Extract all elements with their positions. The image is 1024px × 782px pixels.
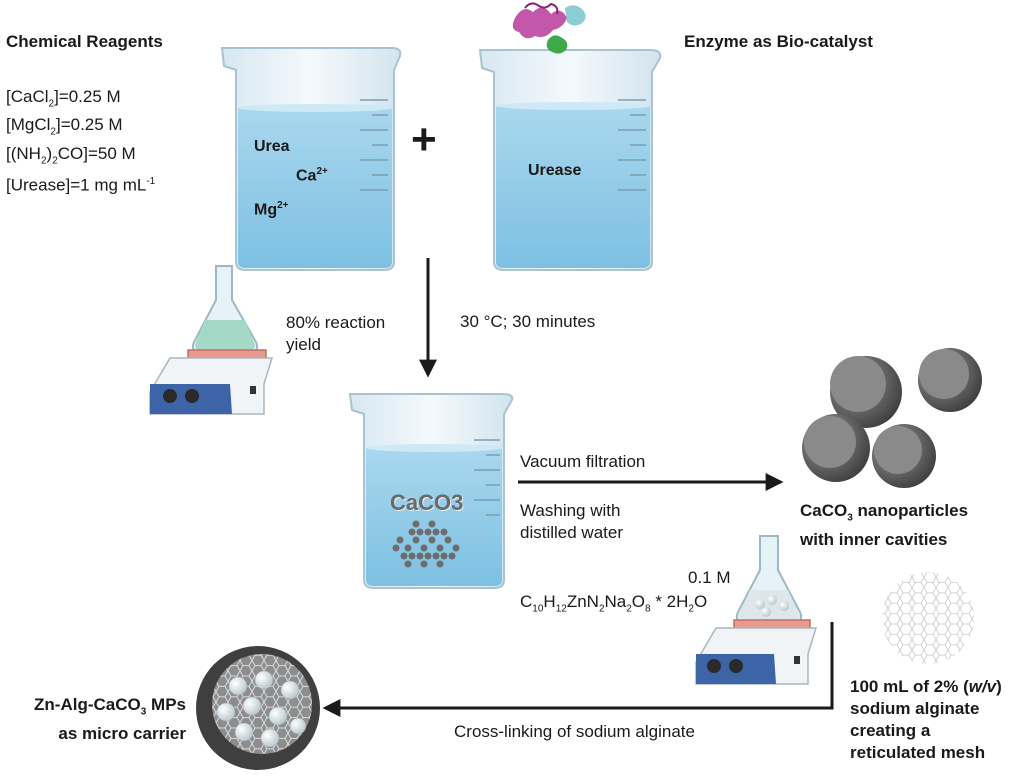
beaker-reagents (220, 47, 402, 271)
beaker2-urease-label: Urease (528, 162, 582, 179)
beaker3-caco3-label: CaCO3 (390, 490, 464, 515)
product-label: Zn-Alg-CaCO3 MPs as micro carrier (34, 695, 186, 744)
zinc-formula-part: 2 (626, 603, 632, 615)
reagent-mgcl2: [MgCl2]=0.25 M (6, 115, 123, 138)
zn-alg-caco3-microparticle-icon (196, 646, 320, 770)
plus-sign: + (411, 115, 437, 164)
washing-label: Washing with distilled water (520, 501, 623, 542)
enzyme-title: Enzyme as Bio-catalyst (684, 32, 873, 51)
zinc-formula-part: 2 (598, 603, 605, 615)
beaker1-ca-label: Ca2+ (296, 166, 328, 185)
reaction-yield: 80% reaction yield (286, 313, 386, 354)
hotplate-flask-icon (149, 265, 274, 415)
vacuum-filtration-label: Vacuum filtration (520, 452, 646, 471)
reagent-list: [CaCl2]=0.25 M [MgCl2]=0.25 M [(NH2)2CO]… (6, 86, 155, 196)
zinc-formula-part: * 2H (650, 592, 689, 611)
zinc-formula: C10H12ZnN2Na2O8 * 2H2O (520, 592, 707, 614)
hotplate-flask-zinc-icon (695, 535, 818, 685)
zinc-formula-part: 10 (532, 603, 544, 615)
beaker-enzyme (478, 49, 662, 271)
zinc-formula-part: C (520, 592, 533, 611)
zinc-formula-part: 12 (555, 603, 567, 615)
zinc-formula-part: 8 (645, 603, 651, 615)
beaker1-mg-label: Mg2+ (254, 200, 289, 219)
zinc-formula-part: Na (604, 592, 627, 611)
alginate-mesh-icon (882, 572, 974, 664)
arrow-crosslink (322, 622, 834, 717)
beaker1-urea-label: Urea (254, 138, 290, 155)
zinc-formula-part: O (631, 592, 646, 611)
zinc-concentration: 0.1 M (688, 568, 731, 587)
caco3-nanoparticles-icon (802, 348, 982, 488)
zinc-formula-part: 2 (688, 603, 694, 615)
urease-protein-icon (512, 2, 586, 54)
reagent-urea: [(NH2)2CO]=50 M (6, 143, 136, 167)
reaction-conditions: 30 °C; 30 minutes (460, 312, 596, 331)
zinc-formula-part: ZnN (566, 592, 599, 611)
chemical-reagents-title: Chemical Reagents (6, 32, 163, 51)
beaker-caco3 (348, 393, 514, 589)
alginate-label: 100 mL of 2% (w/v) sodium alginate creat… (850, 677, 1002, 762)
zinc-formula-part: O (693, 592, 708, 611)
nanoparticles-label: CaCO3 nanoparticles with inner cavities (800, 501, 969, 550)
crosslinking-label: Cross-linking of sodium alginate (454, 722, 695, 741)
zinc-formula-part: H (543, 592, 556, 611)
reagent-urease: [Urease]=1 mg mL-1 (6, 175, 156, 195)
reagent-cacl2: [CaCl2]=0.25 M (6, 87, 121, 110)
